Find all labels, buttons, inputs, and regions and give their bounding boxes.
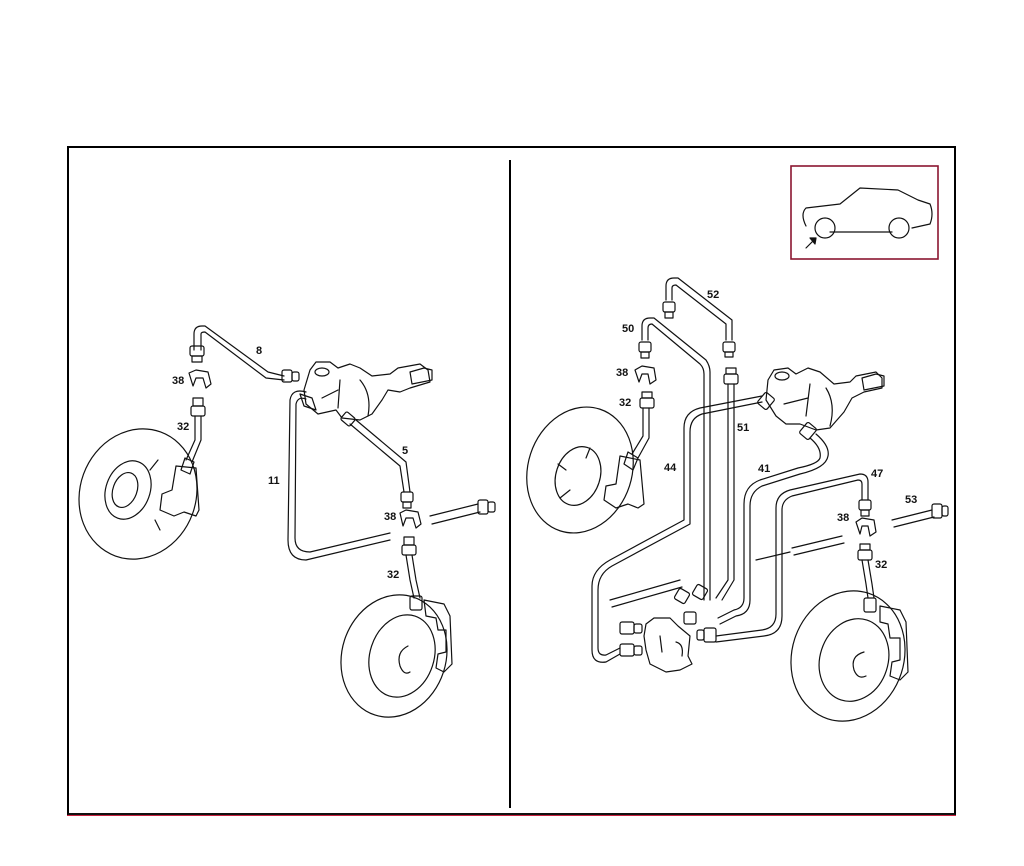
left-panel: 8 38 32 11 5 38 32 xyxy=(78,325,496,718)
label-11: 11 xyxy=(268,475,280,487)
brake-line-segment xyxy=(791,535,845,556)
brake-hose-32-left xyxy=(180,397,206,475)
car-location-inset xyxy=(790,165,939,260)
brake-line-segment xyxy=(609,579,683,608)
clip-38-right-upper xyxy=(634,365,657,385)
brake-hose-32-right-rear xyxy=(857,543,877,613)
label-32: 32 xyxy=(619,397,631,409)
label-38: 38 xyxy=(837,512,849,524)
master-cylinder-left xyxy=(303,361,433,421)
brake-disc-front-right xyxy=(526,406,645,534)
brake-line-52 xyxy=(662,277,736,358)
master-cylinder-right xyxy=(765,367,885,431)
right-panel: 52 50 38 32 51 44 41 47 53 38 32 xyxy=(526,165,949,722)
diagram-frame xyxy=(67,146,956,815)
brake-hose-32-right xyxy=(623,391,655,471)
brake-line-47 xyxy=(696,473,872,643)
label-50: 50 xyxy=(622,323,634,335)
clip-38-right-lower xyxy=(855,517,877,537)
label-32: 32 xyxy=(177,421,189,433)
brake-line-50 xyxy=(638,317,711,601)
label-5: 5 xyxy=(402,445,408,457)
label-44: 44 xyxy=(664,462,677,474)
brake-proportioning-valve xyxy=(619,611,697,673)
label-53: 53 xyxy=(905,494,917,506)
brake-hose-32-left-rear xyxy=(401,536,423,611)
brake-line-stub-left xyxy=(429,499,496,525)
brake-line-53 xyxy=(891,503,949,528)
label-32: 32 xyxy=(387,569,399,581)
label-8: 8 xyxy=(256,345,262,357)
brake-disc-rear-right xyxy=(790,590,909,722)
label-32: 32 xyxy=(875,559,887,571)
brake-line-41 xyxy=(717,421,829,625)
clip-38-left-lower xyxy=(399,509,422,529)
label-38: 38 xyxy=(384,511,396,523)
brake-line-11 xyxy=(287,390,391,561)
label-47: 47 xyxy=(871,468,883,480)
label-51: 51 xyxy=(737,422,749,434)
label-41: 41 xyxy=(758,463,770,475)
brake-line-5 xyxy=(340,411,414,509)
brake-line-51 xyxy=(673,367,739,605)
brake-disc-front-left xyxy=(78,428,200,560)
brake-line-8 xyxy=(189,325,300,383)
panel-divider xyxy=(509,160,511,808)
label-52: 52 xyxy=(707,289,719,301)
label-38: 38 xyxy=(616,367,628,379)
brake-disc-rear-left xyxy=(340,594,453,718)
label-38: 38 xyxy=(172,375,184,387)
brake-line-44 xyxy=(591,391,775,663)
brake-line-segment xyxy=(755,551,791,561)
clip-38-left-upper xyxy=(188,369,212,389)
